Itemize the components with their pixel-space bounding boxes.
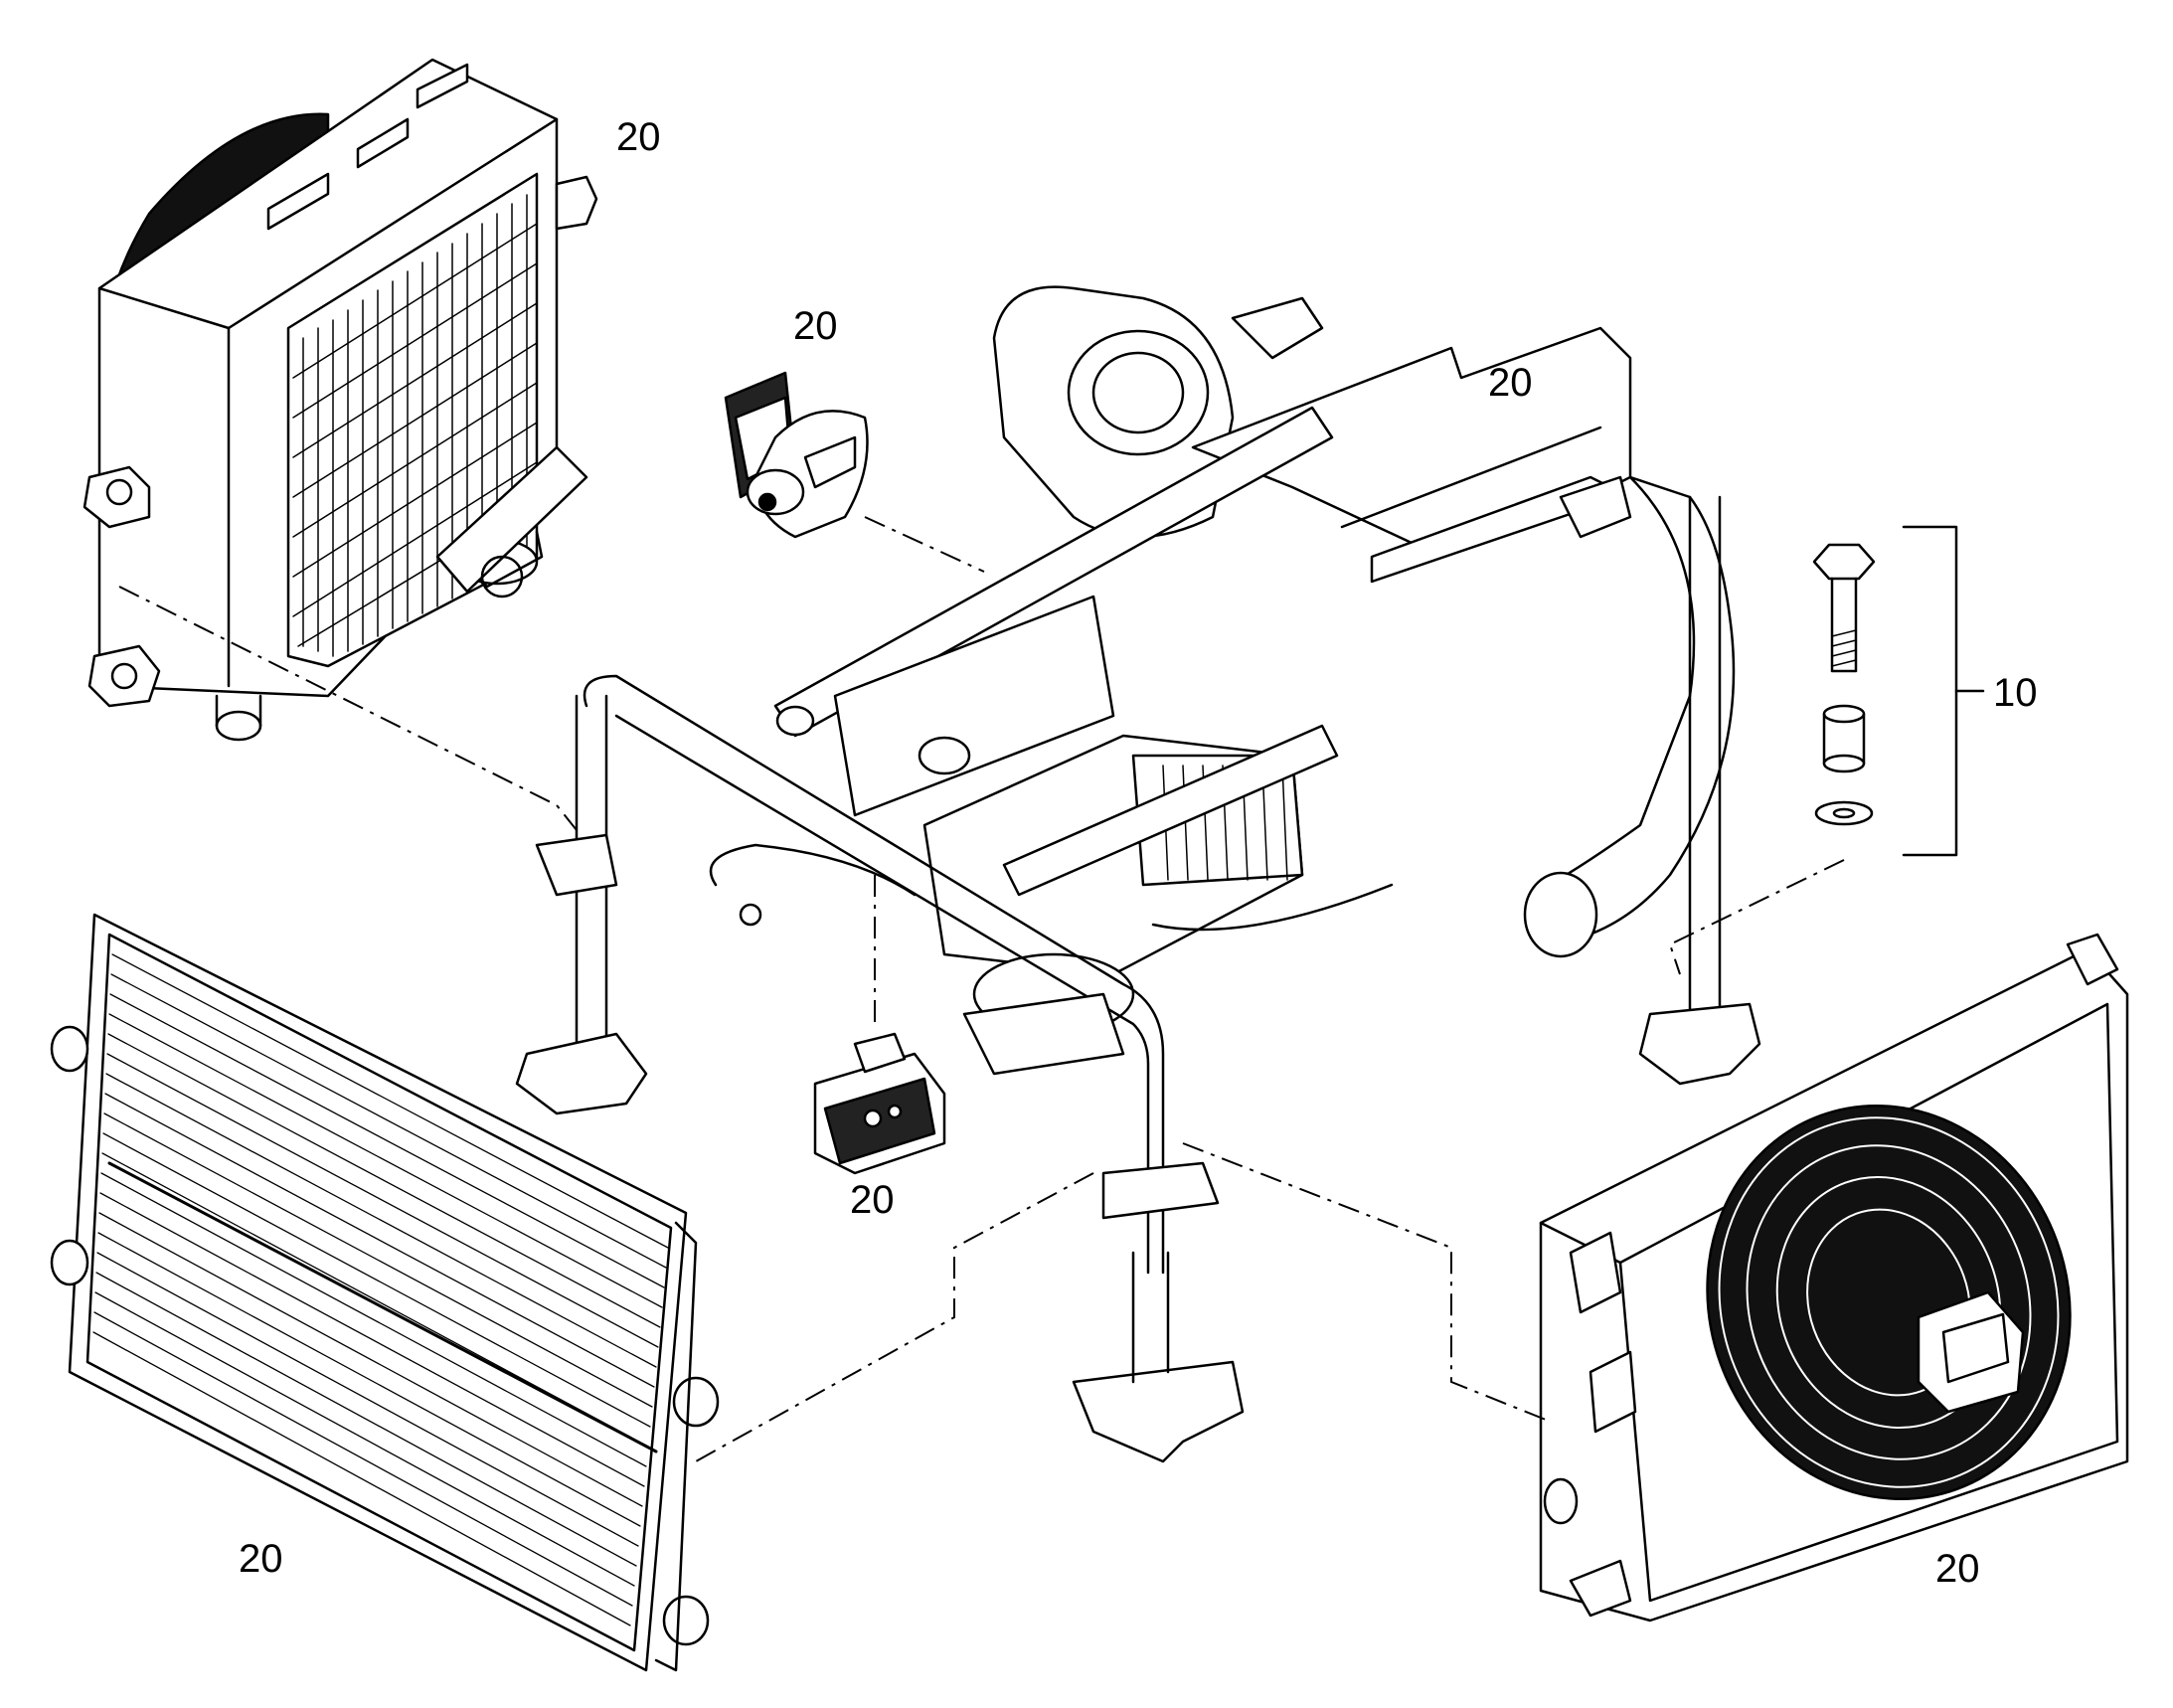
callout-label: 20 [793, 304, 838, 348]
leader-lines [118, 516, 1845, 1462]
callout-label: 20 [850, 1178, 895, 1222]
oil-cooler-radiator [83, 58, 598, 742]
main-radiator [50, 913, 720, 1672]
callout-label: 20 [1488, 361, 1533, 405]
callout-label: 20 [616, 115, 661, 159]
electric-water-pump [724, 371, 869, 539]
intake-assembly [515, 285, 1761, 1463]
callout-label: 20 [239, 1537, 283, 1581]
mounting-hardware-kit [1812, 525, 1985, 857]
callout-label: 20 [1935, 1547, 1980, 1591]
callout-label: 10 [1993, 671, 2038, 715]
control-module [813, 1032, 946, 1175]
fan-radiator [1539, 933, 2129, 1623]
